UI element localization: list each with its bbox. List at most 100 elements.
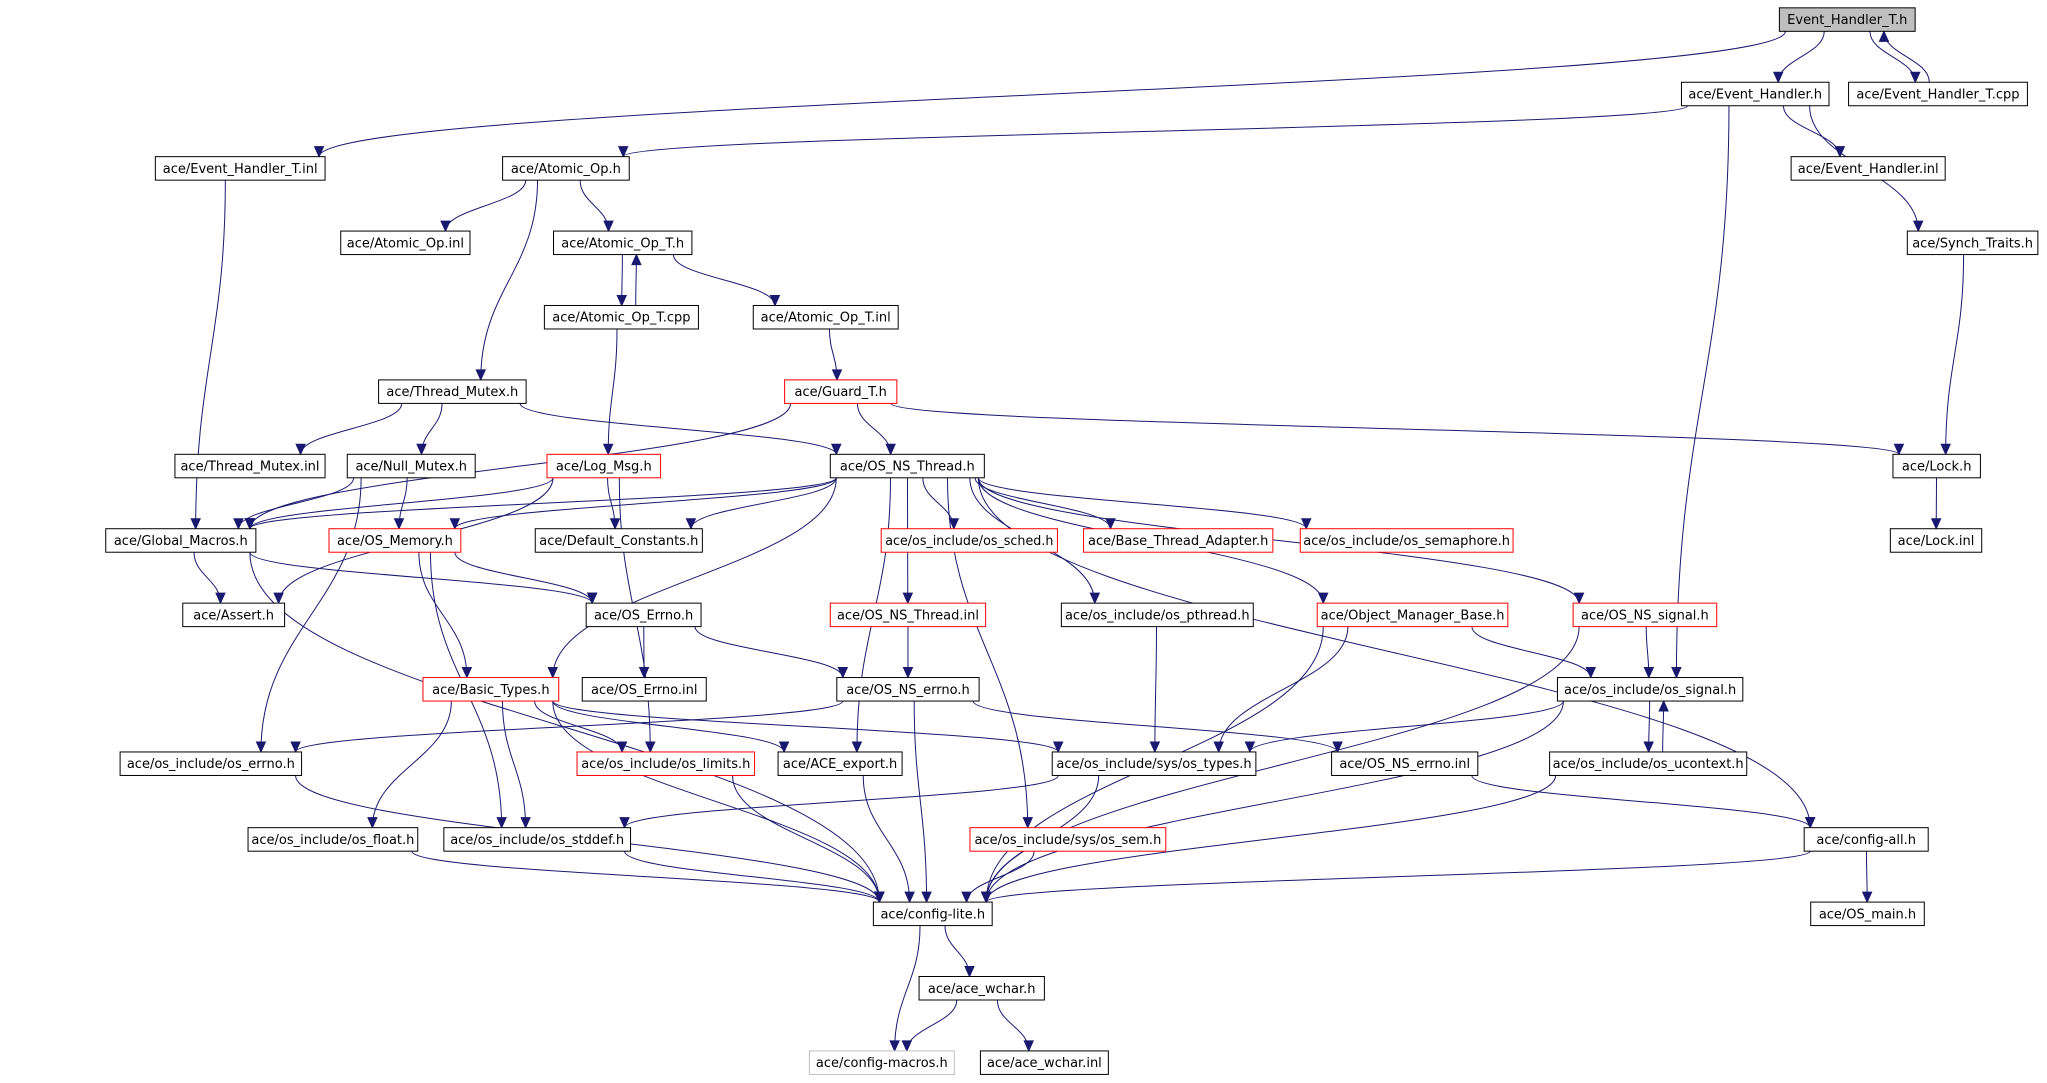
node-os-pthread-h[interactable]: ace/os_include/os_pthread.h — [1060, 602, 1254, 628]
node-os-include-os-errno-h[interactable]: ace/os_include/os_errno.h — [119, 751, 303, 776]
node-label: ace/Base_Thread_Adapter.h — [1088, 534, 1268, 549]
edge-ace_export_h-to-config_lite_h — [862, 775, 915, 904]
node-os-ns-errno-inl[interactable]: ace/OS_NS_errno.inl — [1331, 751, 1479, 776]
node-box — [1680, 81, 1830, 107]
node-lock-inl[interactable]: ace/Lock.inl — [1889, 528, 1983, 553]
node-os-semaphore-h[interactable]: ace/os_include/os_semaphore.h — [1299, 528, 1514, 553]
node-box — [1572, 602, 1718, 628]
node-os-ns-thread-inl[interactable]: ace/OS_NS_Thread.inl — [829, 602, 987, 628]
node-os-stddef-h[interactable]: ace/os_include/os_stddef.h — [443, 827, 632, 852]
edge-os_signal_h-to-os_ucontext_h — [1643, 701, 1654, 754]
edge-os_memory_h-to-os_errno_h — [454, 552, 598, 605]
node-atomic-op-t-h[interactable]: ace/Atomic_Op_T.h — [553, 230, 693, 256]
node-os-errno-h[interactable]: ace/OS_Errno.h — [585, 602, 702, 628]
node-os-ns-errno-h[interactable]: ace/OS_NS_errno.h — [836, 677, 980, 702]
node-thread-mutex-inl[interactable]: ace/Thread_Mutex.inl — [174, 453, 326, 479]
node-label: ace/os_include/os_ucontext.h — [1553, 757, 1744, 772]
node-box — [422, 677, 560, 702]
node-lock-h[interactable]: ace/Lock.h — [1892, 453, 1981, 479]
node-config-lite-h[interactable]: ace/config-lite.h — [872, 901, 993, 927]
node-os-errno-inl[interactable]: ace/OS_Errno.inl — [581, 677, 707, 702]
edge-os_ns_thread_h-to-basic_types_h — [547, 477, 837, 679]
node-default-constants-h[interactable]: ace/Default_Constants.h — [534, 528, 703, 553]
node-box — [543, 304, 699, 330]
node-thread-mutex-h[interactable]: ace/Thread_Mutex.h — [378, 379, 527, 404]
node-label: ace/Event_Handler_T.cpp — [1856, 87, 2019, 102]
node-label: ace/Global_Macros.h — [114, 534, 248, 549]
node-os-main-h[interactable]: ace/OS_main.h — [1810, 901, 1925, 927]
node-box — [1051, 751, 1257, 776]
node-label: ace/Null_Mutex.h — [355, 460, 467, 475]
node-os-sem-h[interactable]: ace/os_include/sys/os_sem.h — [969, 827, 1167, 852]
node-box — [1889, 528, 1983, 553]
node-ace-wchar-h[interactable]: ace/ace_wchar.h — [918, 976, 1045, 1001]
node-label: ace/os_include/os_float.h — [251, 833, 414, 848]
node-atomic-op-inl[interactable]: ace/Atomic_Op.inl — [340, 230, 471, 256]
node-os-types-h[interactable]: ace/os_include/sys/os_types.h — [1051, 751, 1257, 776]
edge-os_sem_h-to-config_lite_h — [961, 851, 1035, 904]
node-os-ns-signal-h[interactable]: ace/OS_NS_signal.h — [1572, 602, 1718, 628]
node-box — [182, 602, 286, 628]
node-config-all-h[interactable]: ace/config-all.h — [1803, 827, 1929, 852]
node-atomic-op-h[interactable]: ace/Atomic_Op.h — [502, 156, 630, 181]
node-box — [808, 1050, 955, 1075]
node-label: ace/config-all.h — [1816, 833, 1916, 848]
edge-event_handler_h-to-os_signal_h — [1671, 105, 1730, 679]
node-label: ace/Thread_Mutex.h — [386, 385, 518, 400]
edge-atomic_op_t_inl-to-guard_t_h — [828, 328, 843, 382]
node-box — [1316, 602, 1509, 628]
edge-os_ns_thread_h-to-os_sched_h — [922, 477, 960, 530]
node-os-ns-thread-h[interactable]: ace/OS_NS_Thread.h — [829, 453, 985, 479]
node-os-signal-h[interactable]: ace/os_include/os_signal.h — [1556, 677, 1744, 702]
node-os-sched-h[interactable]: ace/os_include/os_sched.h — [880, 528, 1058, 553]
node-box — [1060, 602, 1254, 628]
node-atomic-op-t-inl[interactable]: ace/Atomic_Op_T.inl — [752, 304, 899, 330]
node-label: ace/OS_Memory.h — [337, 534, 453, 549]
node-box — [502, 156, 630, 181]
node-box — [829, 602, 987, 628]
edge-ace_wchar_h-to-ace_wchar_inl — [996, 999, 1034, 1053]
edge-config_lite_h-to-config_macros_h — [889, 925, 921, 1053]
node-guard-t-h[interactable]: ace/Guard_T.h — [784, 379, 898, 404]
edge-atomic_op_h-to-atomic_op_t_h — [579, 180, 614, 233]
node-base-thread-adapter-h[interactable]: ace/Base_Thread_Adapter.h — [1083, 528, 1274, 553]
node-atomic-op-t-cpp[interactable]: ace/Atomic_Op_T.cpp — [543, 304, 699, 330]
node-basic-types-h[interactable]: ace/Basic_Types.h — [422, 677, 560, 702]
node-assert-h[interactable]: ace/Assert.h — [182, 602, 286, 628]
node-label: ace/Atomic_Op.inl — [347, 236, 464, 251]
node-os-limits-h[interactable]: ace/os_include/os_limits.h — [576, 751, 756, 776]
edge-atomic_op_h-to-thread_mutex_h — [475, 180, 539, 382]
node-box — [585, 602, 702, 628]
node-event-handler-t-h[interactable]: Event_Handler_T.h — [1778, 7, 1916, 32]
node-ace-export-h[interactable]: ace/ACE_export.h — [777, 751, 903, 776]
edge-os_ns_thread_h-to-os_memory_h — [449, 477, 837, 530]
edge-os_pthread_h-to-os_types_h — [1149, 626, 1161, 754]
edge-os_ucontext_h-to-os_signal_h — [1658, 699, 1669, 752]
node-os-float-h[interactable]: ace/os_include/os_float.h — [247, 827, 419, 852]
edge-event_handler_t_cpp-to-event_handler_t_h — [1878, 30, 1930, 83]
node-global-macros-h[interactable]: ace/Global_Macros.h — [105, 528, 257, 553]
node-event-handler-t-inl[interactable]: ace/Event_Handler_T.inl — [154, 156, 326, 181]
node-ace-wchar-inl[interactable]: ace/ace_wchar.inl — [979, 1050, 1109, 1075]
node-object-manager-base-h[interactable]: ace/Object_Manager_Base.h — [1316, 602, 1509, 628]
node-event-handler-t-cpp[interactable]: ace/Event_Handler_T.cpp — [1848, 81, 2028, 107]
node-label: ace/Atomic_Op_T.cpp — [552, 311, 690, 326]
node-event-handler-inl[interactable]: ace/Event_Handler.inl — [1790, 156, 1946, 181]
node-os-memory-h[interactable]: ace/OS_Memory.h — [328, 528, 462, 553]
node-null-mutex-h[interactable]: ace/Null_Mutex.h — [346, 453, 476, 479]
edge-atomic_op_h-to-atomic_op_inl — [440, 180, 527, 233]
edge-config_all_h-to-os_main_h — [1861, 851, 1873, 904]
node-log-msg-h[interactable]: ace/Log_Msg.h — [546, 453, 662, 479]
node-label: ace/ace_wchar.inl — [987, 1056, 1102, 1071]
node-label: ace/os_include/sys/os_sem.h — [974, 833, 1161, 848]
edge-event_handler_h-to-atomic_op_h — [617, 105, 1688, 158]
node-label: ace/OS_NS_signal.h — [1581, 608, 1709, 623]
node-config-macros-h[interactable]: ace/config-macros.h — [808, 1050, 955, 1075]
node-synch-traits-h[interactable]: ace/Synch_Traits.h — [1906, 230, 2039, 256]
node-os-ucontext-h[interactable]: ace/os_include/os_ucontext.h — [1549, 751, 1748, 776]
node-label: ace/OS_Errno.h — [594, 608, 693, 623]
edge-os_ns_thread_h-to-global_macros_h — [244, 477, 837, 530]
edge-object_manager_base_h-to-os_types_h — [1213, 626, 1349, 754]
node-box — [880, 528, 1058, 553]
node-event-handler-h[interactable]: ace/Event_Handler.h — [1680, 81, 1830, 107]
